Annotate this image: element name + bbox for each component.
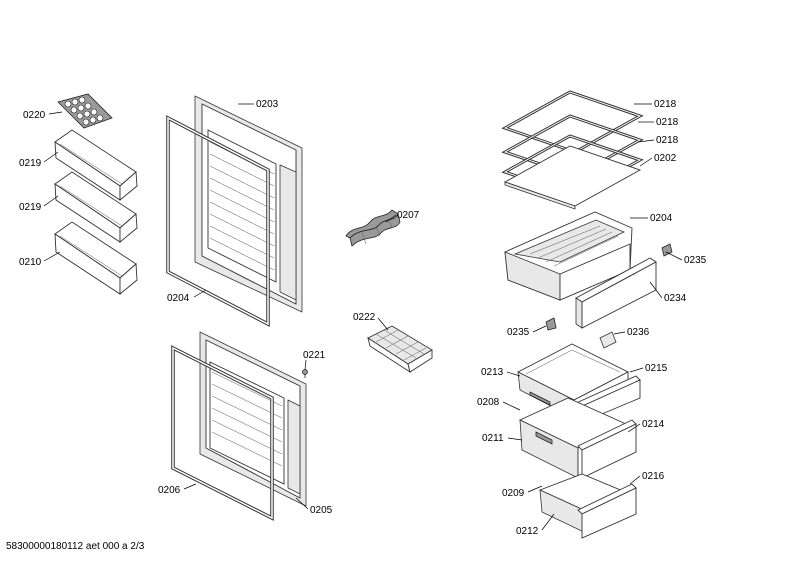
part-label-0234: 0234 [664, 293, 687, 304]
part-label-0235-b: 0235 [507, 327, 530, 338]
part-label-0202: 0202 [654, 153, 677, 164]
drawer-front-panel-part [575, 257, 657, 329]
lower-door-part [199, 331, 307, 507]
freezer-drawer-front-0216-part [577, 483, 637, 539]
part-label-0204-b: 0204 [650, 213, 673, 224]
glass-shelf-plate-part [503, 145, 642, 210]
upper-door-gasket-part [166, 115, 270, 327]
part-label-0222: 0222 [353, 312, 376, 323]
freezer-drawer-front-0214-part [577, 419, 637, 479]
part-label-0207: 0207 [397, 210, 420, 221]
drawing-reference-footer: 58300000180112 aet 000 a 2/3 [6, 541, 145, 552]
door-shelf-upper-part [54, 129, 138, 201]
part-label-0221: 0221 [303, 350, 326, 361]
part-label-0214: 0214 [642, 419, 665, 430]
part-label-0210: 0210 [19, 257, 42, 268]
part-label-0208: 0208 [477, 397, 500, 408]
clip-0235-upper-part [661, 243, 673, 257]
screw-part [302, 369, 308, 378]
part-label-0213: 0213 [481, 367, 504, 378]
part-label-0218-b: 0218 [656, 117, 679, 128]
part-label-0212: 0212 [516, 526, 539, 537]
part-label-0216: 0216 [642, 471, 665, 482]
door-shelf-lower-part [54, 221, 138, 295]
part-label-0236: 0236 [627, 327, 650, 338]
part-label-0218-c: 0218 [656, 135, 679, 146]
leader-lines [43, 103, 683, 531]
part-label-0204-a: 0204 [167, 293, 190, 304]
part-label-0219-b: 0219 [19, 202, 42, 213]
part-label-0209: 0209 [502, 488, 525, 499]
part-label-0218-a: 0218 [654, 99, 677, 110]
part-label-0206: 0206 [158, 485, 181, 496]
glass-shelf-frame-top-part [501, 90, 644, 154]
part-labels: 0220 0219 0219 0210 0203 0204 0207 0222 … [19, 99, 707, 537]
clip-0236-part [599, 331, 617, 349]
freezer-drawer-handle-part [529, 391, 551, 406]
clip-0235-lower-part [545, 317, 557, 331]
part-label-0220: 0220 [23, 110, 46, 121]
part-label-0215: 0215 [645, 363, 668, 374]
part-label-0203: 0203 [256, 99, 279, 110]
crisper-drawer-part [504, 211, 633, 301]
part-label-0211: 0211 [482, 433, 504, 444]
lower-door-gasket-part [171, 345, 274, 521]
part-label-0219-a: 0219 [19, 158, 42, 169]
part-label-0235-a: 0235 [684, 255, 707, 266]
door-shelf-middle-part [54, 171, 138, 243]
egg-tray-part [57, 93, 113, 129]
upper-door-part [194, 95, 303, 313]
ice-tray-grid-part [367, 325, 433, 374]
ice-cube-tray-part [345, 209, 401, 247]
part-label-0205: 0205 [310, 505, 333, 516]
